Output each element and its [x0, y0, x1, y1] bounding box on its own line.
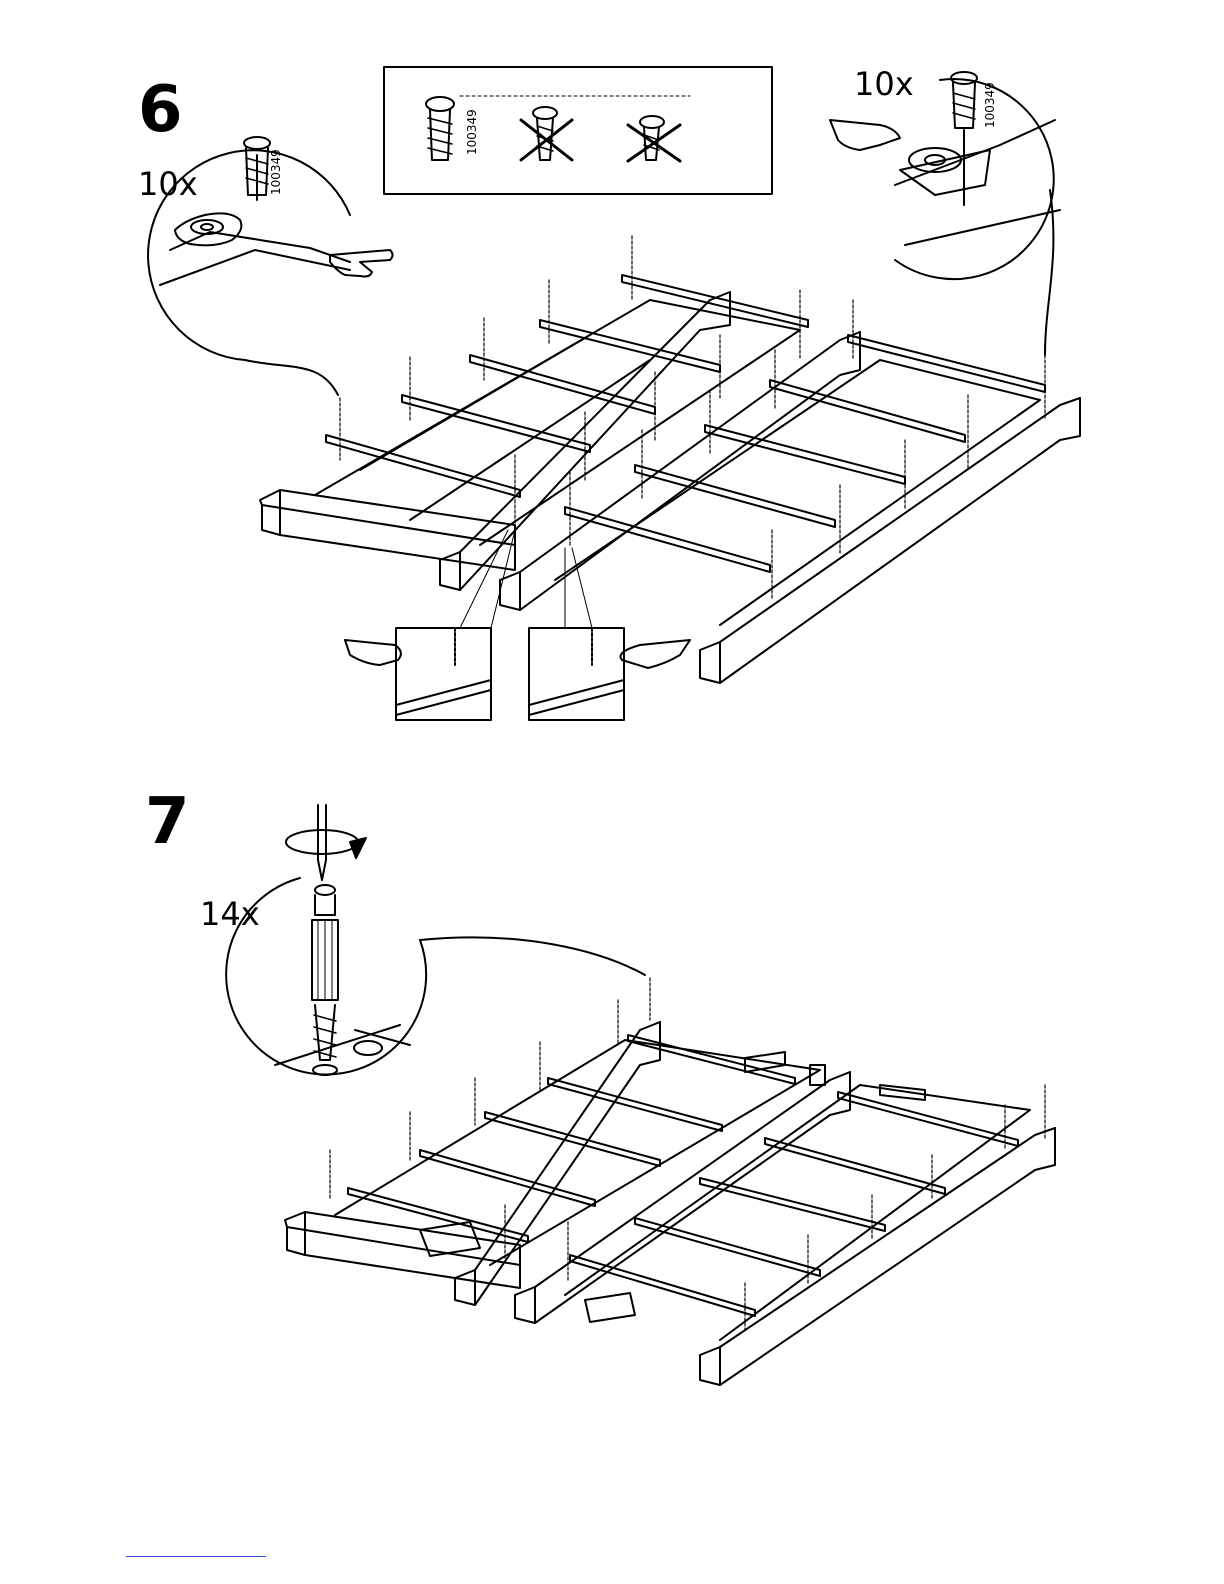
slat-rail [570, 1255, 755, 1316]
slat-rail [485, 1112, 660, 1166]
slat-rail [420, 1150, 595, 1206]
slat-rail [548, 1078, 722, 1131]
screwdriver-icon [318, 805, 326, 880]
slat-rail [628, 1035, 795, 1084]
slat-rail [838, 1092, 1018, 1146]
bed-frame-right-half [515, 1072, 1055, 1385]
slat-rail [348, 1188, 528, 1242]
slat-rail [700, 1178, 885, 1231]
detail-callout-dowel [226, 878, 645, 1075]
slat-rail [635, 1218, 820, 1276]
footer-link-underline [126, 1556, 266, 1557]
slat-rail [765, 1138, 945, 1194]
quantity-label-step7: 14x [200, 898, 260, 930]
